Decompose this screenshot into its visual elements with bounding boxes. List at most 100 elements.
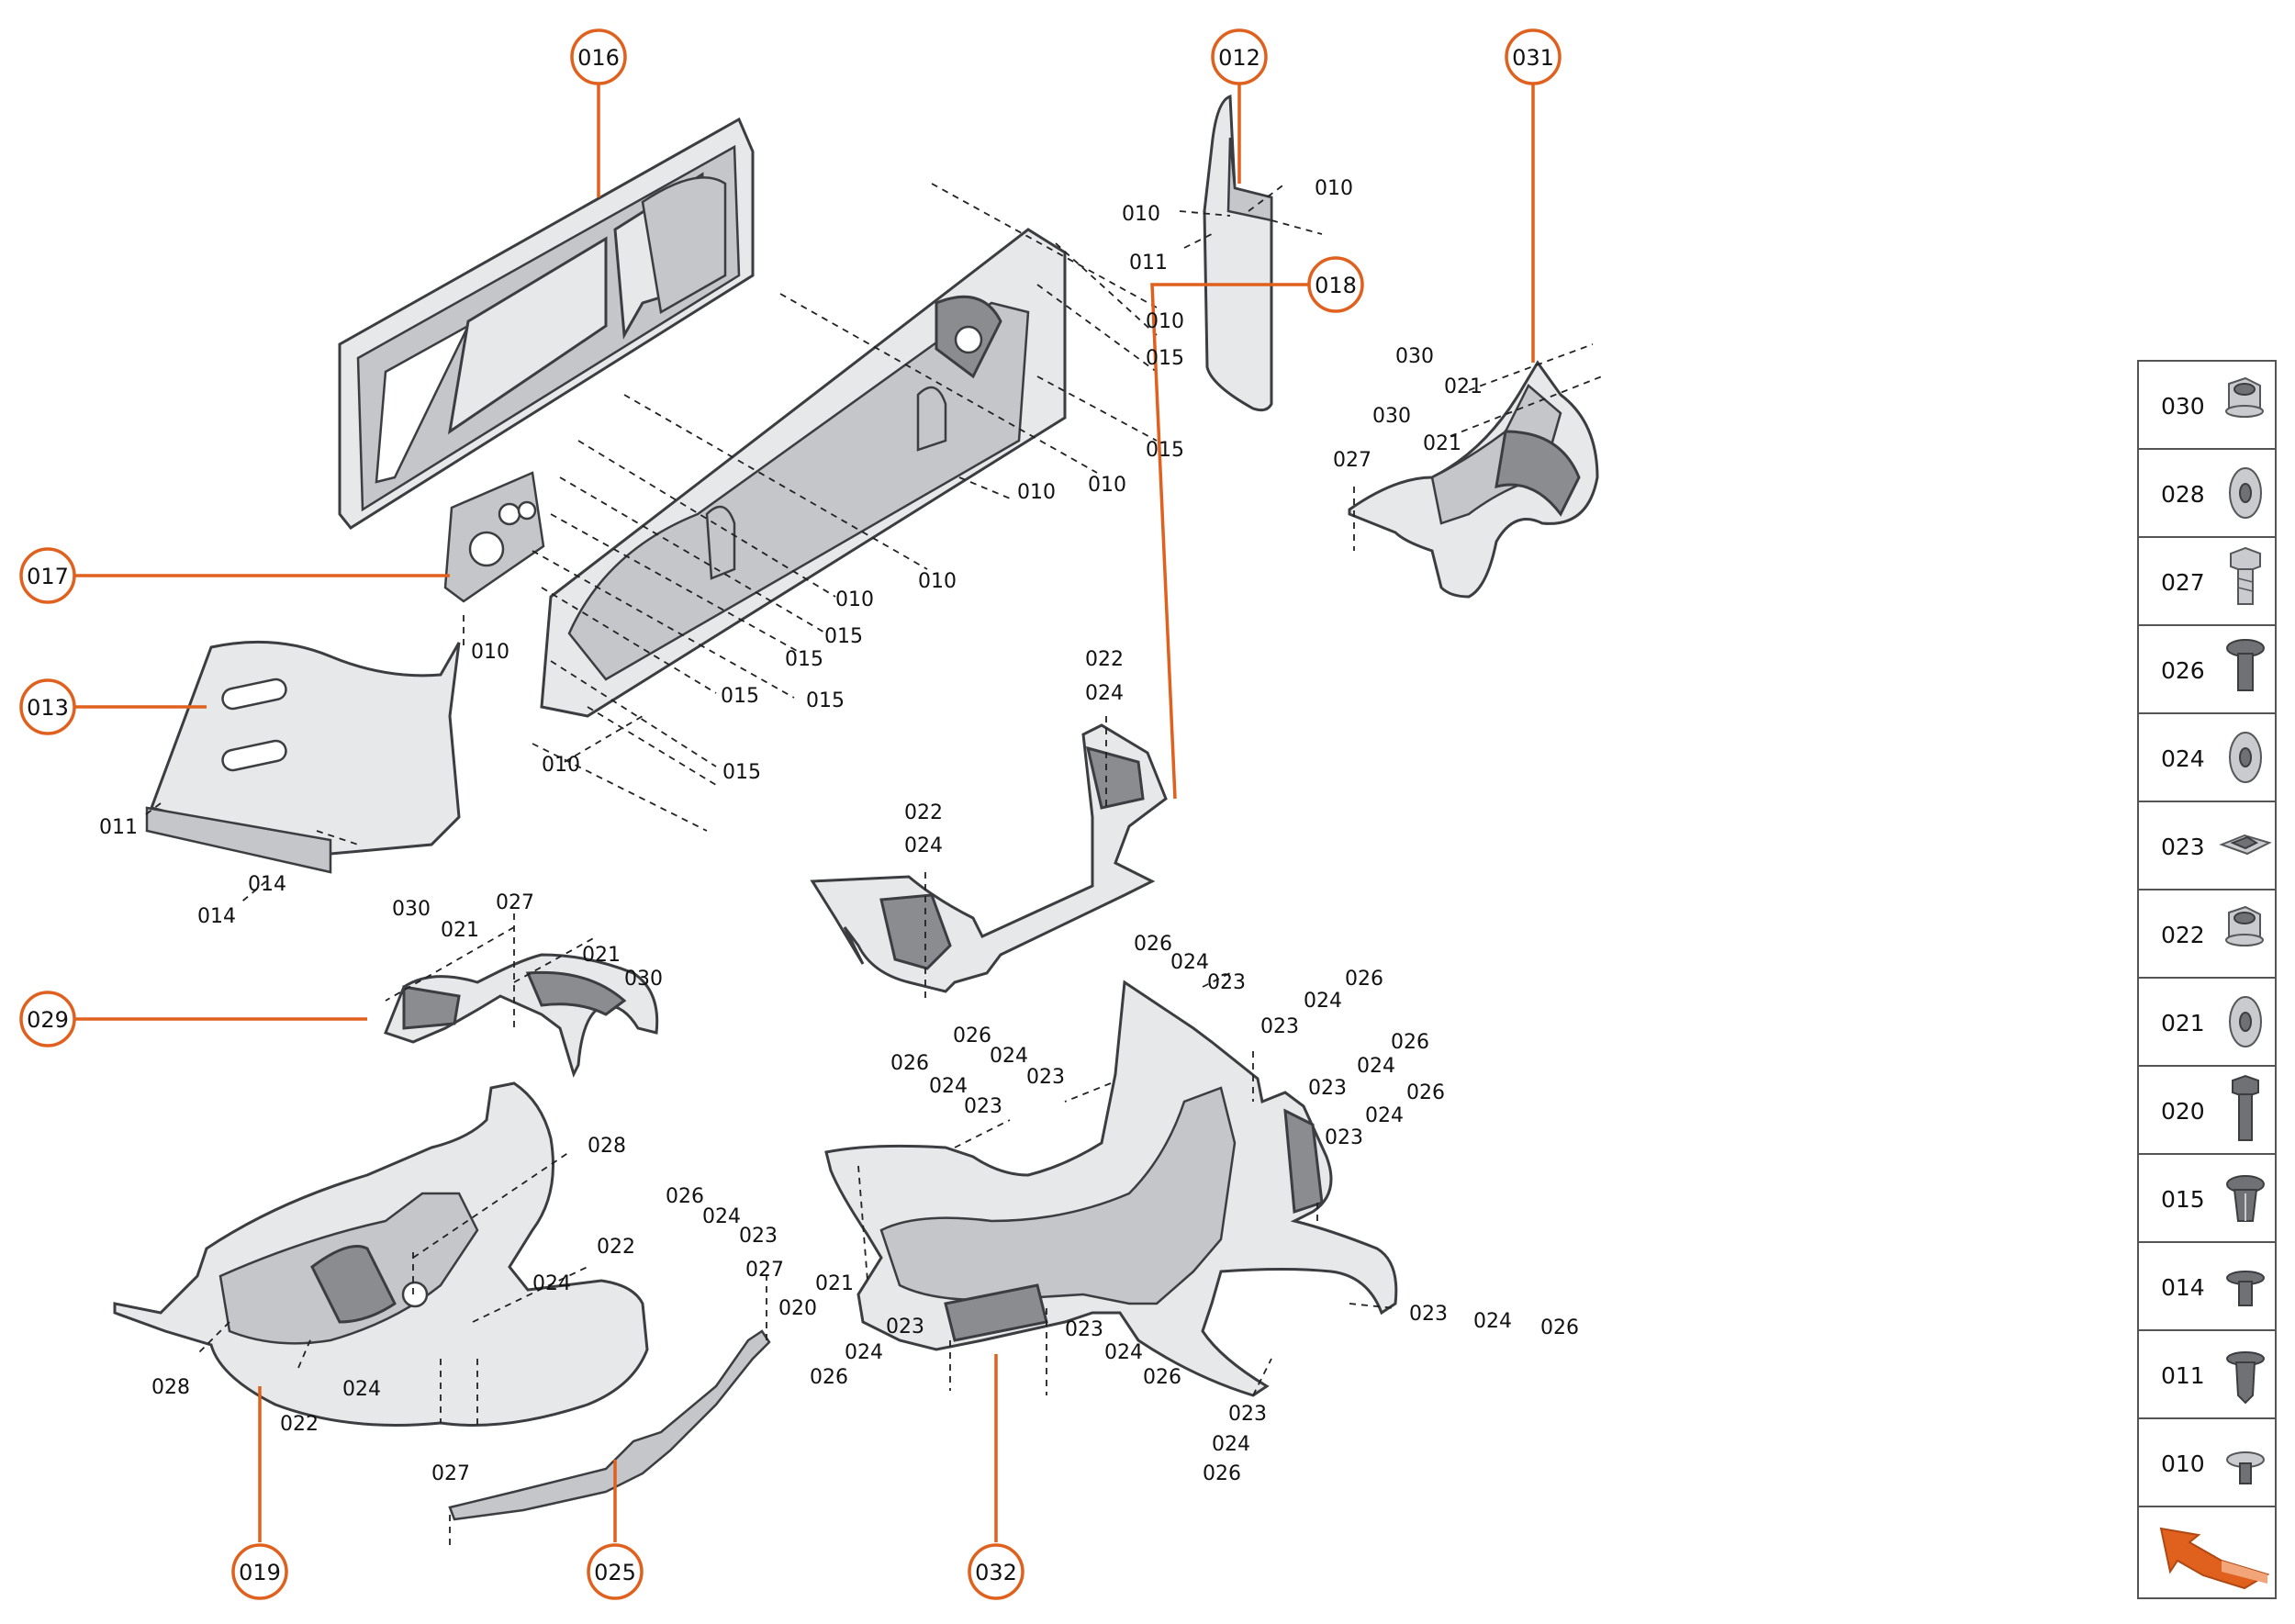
fastener-label: 021 bbox=[815, 1272, 854, 1295]
legend-row-024[interactable]: 024 bbox=[2161, 732, 2262, 783]
fastener-label: 026 bbox=[810, 1366, 848, 1389]
fastener-label: 015 bbox=[722, 761, 761, 784]
callout-017[interactable]: 017 bbox=[19, 547, 76, 604]
svg-text:017: 017 bbox=[27, 564, 69, 589]
legend-row-015[interactable]: 015 bbox=[2161, 1175, 2265, 1222]
svg-text:028: 028 bbox=[2161, 481, 2205, 508]
expanding-rivet-icon bbox=[2226, 1175, 2265, 1222]
flange-nut-icon bbox=[2225, 376, 2264, 418]
fastener-label: 024 bbox=[532, 1272, 571, 1295]
fastener-label: 026 bbox=[666, 1185, 704, 1208]
fastener-label: 026 bbox=[1203, 1462, 1241, 1485]
legend-row-028[interactable]: 028 bbox=[2161, 467, 2262, 519]
fastener-label: 021 bbox=[1444, 375, 1483, 398]
part-032-undertray[interactable] bbox=[824, 980, 1398, 1397]
fastener-label: 028 bbox=[588, 1135, 626, 1158]
part-012-vertical-bracket[interactable] bbox=[1203, 94, 1273, 412]
legend-nav-button[interactable] bbox=[2159, 1527, 2270, 1590]
fastener-labels-032: 026 024 023 026 024 023 026 024 023 026 … bbox=[810, 933, 1579, 1485]
push-rivet-icon bbox=[2226, 1451, 2265, 1484]
legend-row-010[interactable]: 010 bbox=[2161, 1450, 2265, 1484]
legend-row-014[interactable]: 014 bbox=[2161, 1271, 2265, 1306]
fastener-label: 023 bbox=[1026, 1066, 1065, 1089]
washer-icon bbox=[2229, 996, 2262, 1047]
fastener-labels-016: 010 015 015 010 010 010 010 015 015 015 … bbox=[542, 310, 1184, 784]
fastener-label: 026 bbox=[1345, 968, 1383, 991]
fastener-label: 030 bbox=[1395, 345, 1434, 368]
fastener-label: 023 bbox=[739, 1225, 778, 1248]
fastener-label: 027 bbox=[496, 891, 534, 914]
fastener-label: 010 bbox=[1017, 481, 1056, 504]
fastener-label: 026 bbox=[1540, 1316, 1579, 1339]
orange-arrow-icon bbox=[2159, 1527, 2270, 1590]
fastener-label: 023 bbox=[1228, 1403, 1267, 1426]
fastener-label: 010 bbox=[1088, 474, 1126, 497]
flange-nut-icon bbox=[2225, 905, 2264, 946]
fastener-label: 024 bbox=[1212, 1433, 1250, 1456]
callout-029[interactable]: 029 bbox=[19, 991, 76, 1047]
fastener-label: 024 bbox=[342, 1378, 381, 1401]
svg-text:030: 030 bbox=[2161, 393, 2205, 420]
fastener-label: 024 bbox=[1365, 1104, 1404, 1127]
fastener-label: 023 bbox=[1260, 1015, 1299, 1038]
fastener-label: 024 bbox=[1085, 682, 1124, 705]
fastener-labels-029: 030 021 027 021 030 bbox=[392, 891, 663, 991]
fastener-label: 023 bbox=[1325, 1126, 1363, 1149]
svg-text:021: 021 bbox=[2161, 1010, 2205, 1036]
callout-016[interactable]: 016 bbox=[570, 28, 627, 85]
legend-row-020[interactable]: 020 bbox=[2161, 1074, 2259, 1141]
fastener-label: 028 bbox=[151, 1376, 190, 1399]
fastener-guide-lines bbox=[141, 183, 1603, 1547]
part-017-gasket-plate[interactable] bbox=[443, 471, 545, 603]
legend-row-023[interactable]: 023 bbox=[2161, 834, 2272, 860]
fastener-label: 010 bbox=[835, 588, 874, 611]
fastener-label: 010 bbox=[1122, 203, 1160, 226]
fastener-label: 026 bbox=[1143, 1366, 1181, 1389]
callout-032[interactable]: 032 bbox=[968, 1543, 1024, 1600]
callout-025[interactable]: 025 bbox=[587, 1543, 644, 1600]
legend-row-021[interactable]: 021 bbox=[2161, 996, 2262, 1047]
svg-text:032: 032 bbox=[975, 1560, 1017, 1585]
fastener-label: 023 bbox=[1207, 971, 1246, 994]
part-018-support-arm[interactable] bbox=[810, 723, 1168, 993]
legend-row-011[interactable]: 011 bbox=[2161, 1351, 2265, 1405]
part-016-heat-shield-frame[interactable] bbox=[338, 117, 755, 530]
fastener-label: 015 bbox=[721, 685, 759, 708]
part-029-small-duct[interactable] bbox=[384, 953, 659, 1079]
part-underbody-panel[interactable] bbox=[540, 228, 1067, 718]
fastener-labels-019: 028 022 024 028 024 022 027 bbox=[151, 1135, 635, 1485]
fastener-label: 024 bbox=[1304, 990, 1342, 1013]
fastener-label: 021 bbox=[582, 944, 621, 967]
svg-text:026: 026 bbox=[2161, 657, 2205, 684]
fastener-labels-013: 010 011 014 014 bbox=[99, 641, 509, 928]
fastener-label: 023 bbox=[1065, 1318, 1103, 1341]
fastener-label: 011 bbox=[1129, 252, 1168, 274]
legend-row-027[interactable]: 027 bbox=[2161, 546, 2261, 605]
part-013-side-shield[interactable] bbox=[145, 640, 461, 874]
fastener-label: 024 bbox=[702, 1205, 741, 1228]
fastener-label: 011 bbox=[99, 816, 138, 839]
fastener-label: 024 bbox=[929, 1075, 968, 1098]
part-031-air-duct[interactable] bbox=[1348, 360, 1599, 599]
svg-text:010: 010 bbox=[2161, 1450, 2205, 1477]
legend-row-026[interactable]: 026 bbox=[2161, 639, 2265, 691]
callout-031[interactable]: 031 bbox=[1505, 28, 1562, 85]
fastener-legend bbox=[2137, 360, 2277, 1599]
callout-012[interactable]: 012 bbox=[1211, 28, 1268, 85]
fastener-label: 026 bbox=[1391, 1031, 1429, 1054]
callout-018[interactable]: 018 bbox=[1307, 256, 1364, 313]
hex-bolt-icon bbox=[2230, 546, 2261, 605]
legend-row-022[interactable]: 022 bbox=[2161, 905, 2264, 948]
fir-tree-clip-icon bbox=[2226, 1351, 2265, 1405]
part-025-strip[interactable] bbox=[448, 1329, 771, 1521]
legend-row-030[interactable]: 030 bbox=[2161, 376, 2264, 420]
callout-013[interactable]: 013 bbox=[19, 678, 76, 735]
fastener-label: 030 bbox=[624, 968, 663, 991]
fastener-label: 026 bbox=[890, 1052, 929, 1075]
svg-text:025: 025 bbox=[594, 1560, 636, 1585]
part-019-undertray[interactable] bbox=[113, 1081, 649, 1427]
callout-019[interactable]: 019 bbox=[231, 1543, 288, 1600]
fastener-label: 022 bbox=[280, 1413, 319, 1436]
fastener-label: 020 bbox=[778, 1297, 817, 1320]
fastener-label: 010 bbox=[1315, 177, 1353, 200]
